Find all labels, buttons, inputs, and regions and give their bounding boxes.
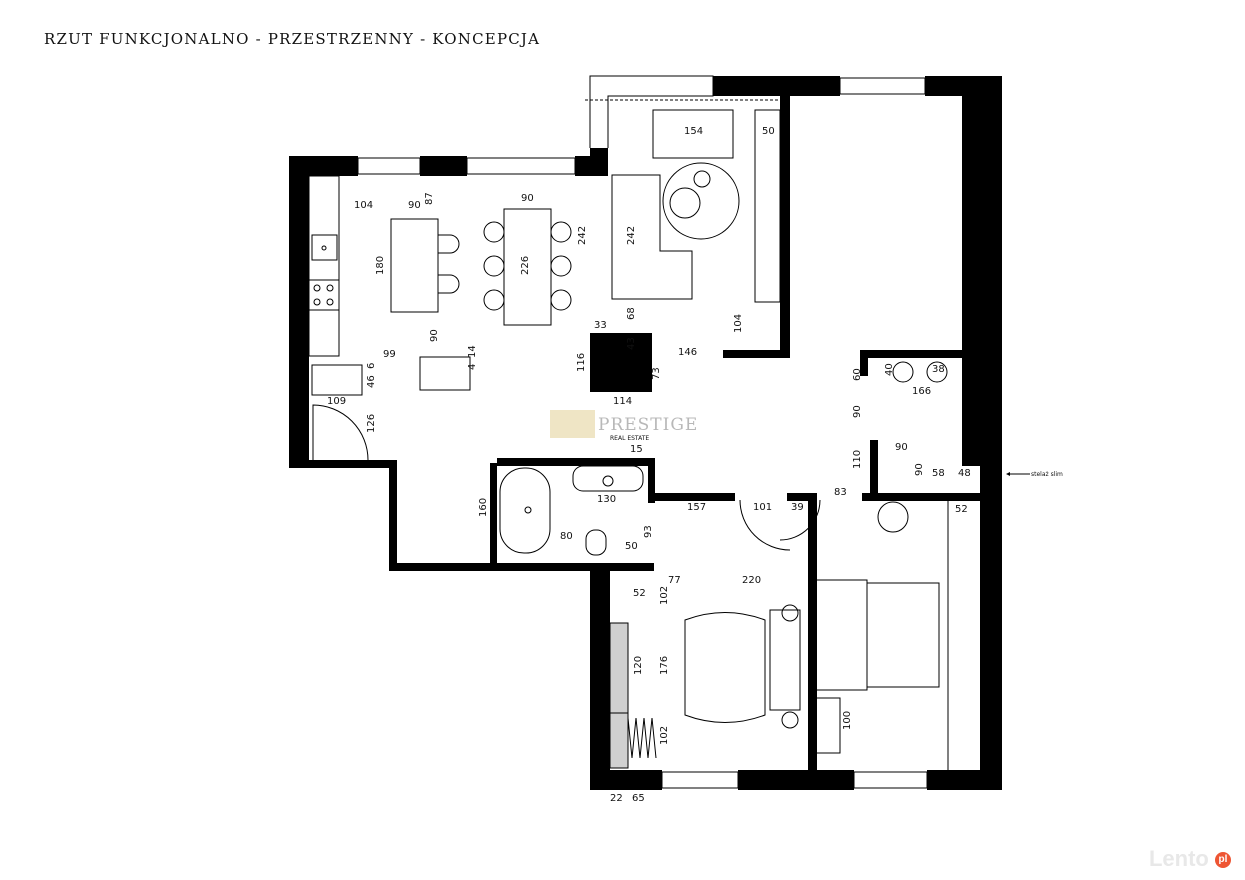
svg-text:120: 120 xyxy=(633,656,644,675)
svg-text:242: 242 xyxy=(626,226,637,245)
svg-text:242: 242 xyxy=(577,226,588,245)
svg-text:80: 80 xyxy=(560,531,573,542)
svg-text:116: 116 xyxy=(576,353,587,372)
walls xyxy=(289,76,1002,790)
svg-text:220: 220 xyxy=(742,575,761,586)
kitchen-counter xyxy=(308,175,340,357)
sink-icon xyxy=(311,234,338,261)
svg-text:110: 110 xyxy=(852,450,863,469)
svg-text:87: 87 xyxy=(424,192,435,205)
svg-text:REAL ESTATE: REAL ESTATE xyxy=(610,435,649,442)
svg-text:90: 90 xyxy=(408,200,421,211)
svg-text:114: 114 xyxy=(613,396,632,407)
svg-text:6: 6 xyxy=(366,363,377,369)
svg-text:93: 93 xyxy=(643,525,654,538)
watermark: PRESTIGE REAL ESTATE xyxy=(550,410,698,442)
tv-unit xyxy=(754,109,781,303)
svg-text:102: 102 xyxy=(659,586,670,605)
svg-text:180: 180 xyxy=(375,256,386,275)
svg-text:176: 176 xyxy=(659,656,670,675)
svg-text:90: 90 xyxy=(914,463,925,476)
svg-text:101: 101 xyxy=(753,502,772,513)
svg-text:90: 90 xyxy=(895,442,908,453)
sofa xyxy=(652,109,734,159)
svg-text:77: 77 xyxy=(668,575,681,586)
svg-text:226: 226 xyxy=(520,256,531,275)
lento-logo: Lento pl xyxy=(1149,846,1231,872)
svg-text:33: 33 xyxy=(594,320,607,331)
svg-text:46: 46 xyxy=(366,375,377,388)
cooktop-icon xyxy=(308,279,340,311)
svg-text:126: 126 xyxy=(366,414,377,433)
svg-text:99: 99 xyxy=(383,349,396,360)
svg-text:104: 104 xyxy=(354,200,373,211)
svg-text:39: 39 xyxy=(791,502,804,513)
coffee-table xyxy=(662,162,740,240)
svg-text:90: 90 xyxy=(429,329,440,342)
toilet xyxy=(585,529,607,556)
kitchen-island xyxy=(390,218,439,313)
svg-text:83: 83 xyxy=(834,487,847,498)
svg-text:73: 73 xyxy=(651,367,662,380)
svg-text:65: 65 xyxy=(632,793,645,804)
entry-door xyxy=(312,404,369,468)
chairs xyxy=(483,221,572,311)
svg-text:58: 58 xyxy=(932,468,945,479)
bed-1 xyxy=(684,612,766,723)
svg-text:43: 43 xyxy=(626,337,637,350)
dimension-labels: 104 90 87 180 90 99 14 4 6 46 109 126 90… xyxy=(327,126,971,804)
bed-2 xyxy=(814,579,868,691)
svg-text:104: 104 xyxy=(733,314,744,333)
svg-text:90: 90 xyxy=(852,405,863,418)
svg-text:68: 68 xyxy=(626,307,637,320)
svg-text:102: 102 xyxy=(659,726,670,745)
svg-text:52: 52 xyxy=(633,588,646,599)
bedroom-doors xyxy=(739,499,821,551)
bathtub xyxy=(499,467,551,554)
svg-text:38: 38 xyxy=(932,364,945,375)
svg-text:154: 154 xyxy=(684,126,703,137)
svg-text:166: 166 xyxy=(912,386,931,397)
svg-text:52: 52 xyxy=(955,504,968,515)
svg-text:146: 146 xyxy=(678,347,697,358)
svg-text:60: 60 xyxy=(852,368,863,381)
svg-text:90: 90 xyxy=(521,193,534,204)
plan-title: RZUT FUNKCJONALNO - PRZESTRZENNY - KONCE… xyxy=(44,30,541,48)
corner-sofa xyxy=(611,174,693,300)
svg-text:22: 22 xyxy=(610,793,623,804)
svg-text:50: 50 xyxy=(625,541,638,552)
svg-text:PRESTIGE: PRESTIGE xyxy=(598,415,698,435)
svg-text:48: 48 xyxy=(958,468,971,479)
svg-text:40: 40 xyxy=(884,363,895,376)
svg-text:100: 100 xyxy=(842,711,853,730)
arrow-icon xyxy=(1006,472,1010,476)
slim-frame-note: stelaż slim xyxy=(1006,471,1063,478)
svg-text:109: 109 xyxy=(327,396,346,407)
svg-text:50: 50 xyxy=(762,126,775,137)
svg-text:157: 157 xyxy=(687,502,706,513)
windows xyxy=(357,75,928,789)
svg-text:160: 160 xyxy=(478,498,489,517)
svg-text:14: 14 xyxy=(467,345,478,358)
washbasin-wc xyxy=(892,361,914,383)
washbasin xyxy=(572,465,644,492)
svg-text:4: 4 xyxy=(467,364,478,370)
desk xyxy=(814,697,841,754)
wardrobe-rack xyxy=(627,717,657,759)
svg-text:15: 15 xyxy=(630,444,643,455)
svg-text:130: 130 xyxy=(597,494,616,505)
svg-text:stelaż slim: stelaż slim xyxy=(1031,471,1063,478)
furniture xyxy=(308,99,949,770)
